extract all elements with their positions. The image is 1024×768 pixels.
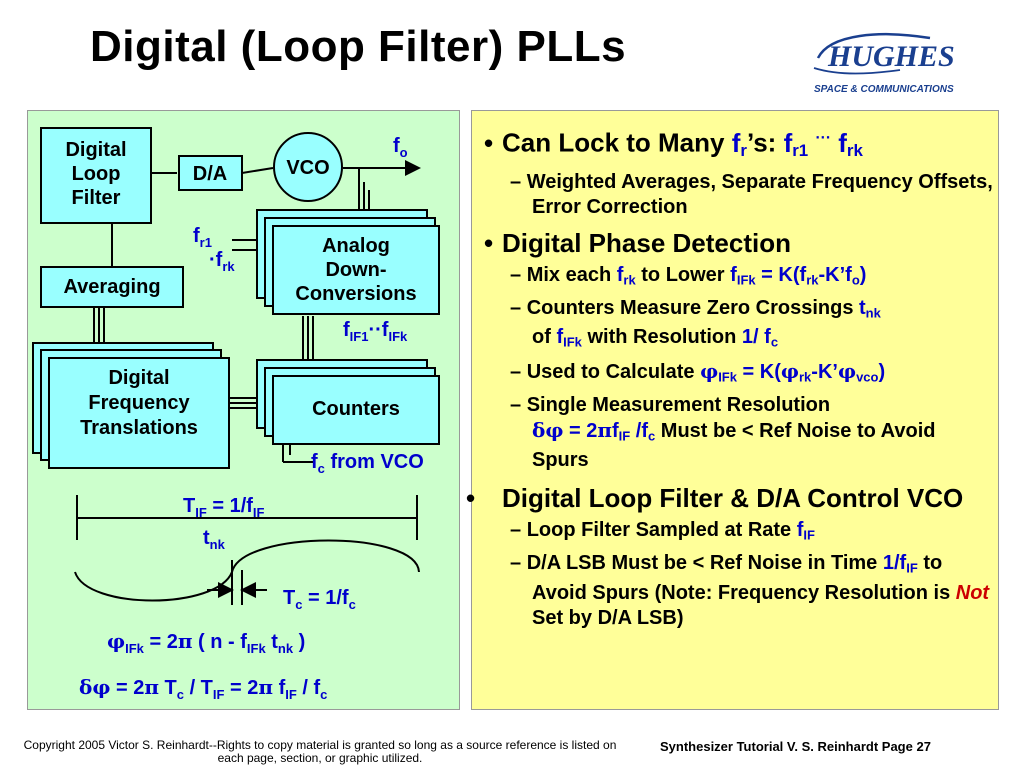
svg-text:Averaging: Averaging: [63, 276, 160, 298]
bullets-panel: [471, 110, 999, 710]
svg-text:Conversions: Conversions: [295, 283, 416, 305]
svg-text:HUGHES: HUGHES: [827, 40, 955, 73]
svg-text:fc from VCO: fc from VCO: [311, 451, 424, 476]
svg-text:fr1: fr1: [193, 225, 212, 250]
vco-circle: [273, 132, 343, 202]
svg-text:Down-: Down-: [325, 259, 386, 281]
svg-text:Analog: Analog: [322, 235, 390, 257]
svg-text:δφ = 2π Tc / TIF = 2π fIF / f: δφ = 2π Tc / TIF = 2π fIF / fc: [79, 675, 327, 702]
svg-text:Digital: Digital: [65, 139, 126, 161]
loop-filter-box: [40, 127, 152, 224]
bullet-3-sub-2: – D/A LSB Must be < Ref Noise in Time 1/…: [510, 552, 990, 629]
dft-box: [48, 357, 230, 469]
counters-box: [272, 375, 440, 445]
svg-text:Loop: Loop: [72, 163, 121, 185]
svg-text:Tc = 1/fc: Tc = 1/fc: [283, 587, 356, 612]
svg-text:·frk: ·frk: [209, 249, 235, 274]
bullet-3: •Digital Loop Filter & D/A Control VCO: [466, 483, 964, 514]
company-logo: HUGHES SPACE & COMMUNICATIONS: [813, 33, 955, 95]
page-title: Digital (Loop Filter) PLLs: [90, 22, 627, 71]
bullet-2: •Digital Phase Detection: [484, 227, 791, 258]
bullet-1: •Can Lock to Many fr’s: fr1 ··· frk: [484, 127, 863, 160]
bullet-3-sub-1: – Loop Filter Sampled at Rate fIF: [510, 519, 815, 543]
averaging-box: [40, 266, 184, 308]
svg-text:D/A: D/A: [193, 163, 227, 185]
svg-text:tnk: tnk: [203, 527, 226, 552]
svg-text:SPACE & COMMUNICATIONS: SPACE & COMMUNICATIONS: [814, 84, 954, 95]
svg-text:Frequency: Frequency: [88, 392, 190, 414]
svg-text:fIF1··fIFk: fIF1··fIFk: [343, 319, 408, 344]
bullet-2-sub-3: – Used to Calculate φIFk = K(φrk-K’φvco): [510, 358, 886, 384]
pll-block-diagram: Digital Loop Filter D/A VCO Averaging An…: [32, 127, 440, 702]
bullet-1-sub-1: – Weighted Averages, Separate Frequency …: [510, 170, 993, 218]
svg-text:Translations: Translations: [80, 417, 198, 439]
svg-text:VCO: VCO: [286, 157, 329, 179]
svg-text:Digital: Digital: [108, 367, 169, 389]
page-footer: Synthesizer Tutorial V. S. Reinhardt Pag…: [660, 739, 931, 754]
analog-box: [272, 225, 440, 315]
svg-text:Counters: Counters: [312, 398, 400, 420]
da-box: [178, 155, 243, 191]
svg-text:TIF = 1/fIF: TIF = 1/fIF: [183, 495, 265, 520]
copyright-footer: Copyright 2005 Victor S. Reinhardt--Righ…: [23, 738, 617, 765]
svg-text:Filter: Filter: [72, 187, 121, 209]
svg-text:φIFk = 2π ( n - fIFk tnk ): φIFk = 2π ( n - fIFk tnk ): [107, 629, 305, 656]
svg-text:fo: fo: [393, 135, 408, 160]
bullet-2-sub-1: – Mix each frk to Lower fIFk = K(frk-K’f…: [510, 263, 867, 288]
bullet-list: •Can Lock to Many fr’s: fr1 ··· frk – We…: [466, 118, 994, 631]
